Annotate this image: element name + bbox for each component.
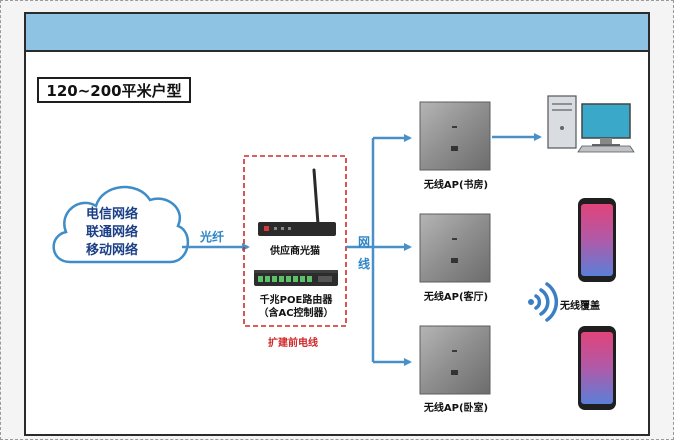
network-lines: [346, 133, 542, 366]
router-label-line2: （含AC控制器）: [258, 308, 334, 319]
wifi-coverage-label: 无线覆盖: [560, 301, 600, 312]
computer-icon: [547, 95, 635, 153]
router-icon: [254, 270, 338, 286]
phone-icon: [578, 198, 616, 282]
ap-label-bedroom: 无线AP(卧室): [423, 403, 489, 414]
fiber-label: 光纤: [200, 230, 225, 244]
wifi-icon: [528, 282, 559, 322]
network-cable-char-2: 线: [357, 257, 370, 271]
cloud-icon: [52, 185, 190, 264]
dashed-box: [243, 155, 347, 327]
ap-icon: [419, 213, 491, 283]
network-cable-label: 网 线: [356, 231, 372, 275]
carrier-mobile: 移动网络: [85, 243, 138, 258]
ap-icon: [419, 325, 491, 395]
cloud-labels: 电信网络 联通网络 移动网络: [62, 206, 162, 260]
modem-icon: [258, 168, 336, 236]
ap-label-study: 无线AP(书房): [423, 180, 489, 191]
router-label-line1: 千兆POE路由器: [259, 295, 333, 306]
phone-icon: [578, 326, 616, 410]
header-bar: [24, 12, 650, 52]
carrier-telecom: 电信网络: [85, 207, 138, 222]
modem-label: 供应商光猫: [270, 246, 320, 257]
network-cable-char-1: 网: [357, 235, 370, 249]
dashed-box-caption: 扩建前电线: [268, 338, 318, 349]
ap-icon: [419, 101, 491, 171]
carrier-unicom: 联通网络: [85, 225, 138, 240]
page-title: 120~200平米户型: [37, 77, 191, 103]
ap-label-living-room: 无线AP(客厅): [423, 292, 489, 303]
